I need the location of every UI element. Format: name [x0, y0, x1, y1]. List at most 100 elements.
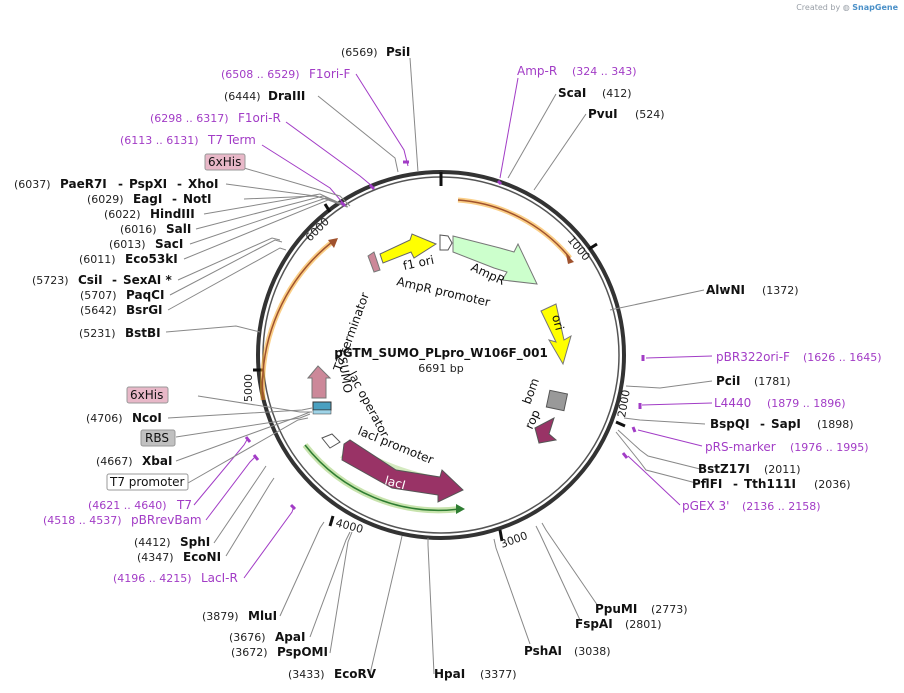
enzyme-paqci-name: PaqCI [126, 288, 164, 302]
leader-bsrgi [167, 247, 287, 311]
lac-operator-box [312, 401, 332, 411]
enzyme-eco53ki-name: Eco53kI [125, 252, 178, 266]
tick-4000 [328, 515, 335, 527]
enzyme-draiii-name: DraIII [268, 89, 305, 103]
leader-apai [309, 531, 351, 638]
primer-t7-term-name: T7 Term [207, 133, 256, 147]
enzyme-pcii-name: PciI [716, 374, 741, 388]
enzyme-hindiii-pos: (6022) [104, 208, 141, 221]
enzyme-tth111i-name: Tth111I [744, 477, 796, 491]
rop-arrow [534, 416, 558, 444]
primer-pbrrevbam-name: pBRrevBam [131, 513, 202, 527]
enzyme-bstbi-name: BstBI [125, 326, 161, 340]
leader-bstz17i [617, 429, 701, 470]
leader-pbrrevbam [205, 455, 257, 521]
tick-labels: 1000 2000 3000 4000 5000 6000 [242, 215, 633, 551]
mark-t7-term [339, 200, 347, 208]
feature-leader-lines [175, 167, 351, 484]
rbs-box [140, 429, 176, 447]
enzyme-csii-name: CsiI [78, 273, 103, 287]
enzyme-econi-pos: (4347) [137, 551, 174, 564]
plasmid-size: 6691 bp [418, 362, 463, 375]
primer-pbrrevbam-range: (4518 .. 4537) [43, 514, 122, 527]
primer-labels: Amp-R (324 .. 343) (6508 .. 6529) F1ori-… [43, 64, 882, 585]
enzyme-pvui-pos: (524) [635, 108, 665, 121]
leader-paer7i [225, 183, 346, 205]
tick-label-5000: 5000 [242, 374, 255, 402]
leader-hpai [427, 538, 435, 675]
enzyme-ncoi-name: NcoI [132, 411, 162, 425]
green-orf-bottom-core [304, 444, 461, 512]
leader-draiii [317, 95, 399, 173]
tick-marks [253, 172, 626, 542]
rbs-label: RBS [145, 431, 169, 445]
enzyme-eagi-sep: - [172, 192, 177, 206]
enzyme-pflfi-name: PflFI [692, 477, 722, 491]
enzyme-sali-name: SalI [166, 222, 191, 236]
enzyme-apai-name: ApaI [275, 630, 305, 644]
ampr-promoter-arrow [439, 234, 453, 251]
enzyme-csii-sep: - [112, 273, 117, 287]
enzyme-econi-name: EcoNI [183, 550, 221, 564]
primer-t7-name: T7 [176, 498, 192, 512]
primer-marks [244, 160, 645, 511]
mark-amp-r [496, 179, 503, 186]
enzyme-draiii-pos: (6444) [224, 90, 261, 103]
t7-promoter-box [106, 473, 189, 491]
primer-amp-r-name: Amp-R [517, 64, 557, 78]
enzyme-pflfi-sep: - [733, 477, 738, 491]
ampr-arrow [452, 235, 538, 285]
enzyme-paqci-pos: (5707) [80, 289, 117, 302]
leader-scai [507, 93, 557, 179]
enzyme-eco53ki-pos: (6011) [79, 253, 116, 266]
enzyme-apai-pos: (3676) [229, 631, 266, 644]
primer-amp-r-range: (324 .. 343) [572, 65, 637, 78]
leader-bspqi [623, 417, 706, 425]
enzyme-bspqi-sep: - [760, 417, 765, 431]
enzyme-ecorv-name: EcoRV [334, 667, 377, 681]
leader-t7-promoter [187, 417, 309, 484]
snapgene-watermark: Created by ◍ SnapGene [796, 3, 898, 12]
enzyme-psii-name: PsiI [386, 45, 410, 59]
primer-pbr322ori-f-range: (1626 .. 1645) [803, 351, 882, 364]
enzyme-bstz17i-name: BstZ17I [698, 462, 750, 476]
f1-ori-arrow [379, 233, 438, 264]
enzyme-pvui-name: PvuI [588, 107, 618, 121]
enzyme-sali-pos: (6016) [120, 223, 157, 236]
leader-csii [177, 237, 281, 281]
enzyme-sphi-name: SphI [180, 535, 210, 549]
tick-3000 [498, 529, 504, 542]
enzyme-ppumi-pos: (2773) [651, 603, 688, 616]
his-top-label: 6xHis [208, 155, 241, 169]
bom-box [545, 389, 569, 412]
laci-promoter-arrow [321, 433, 341, 449]
enzyme-eagi-name: EagI [133, 192, 162, 206]
leader-pshai [493, 538, 531, 645]
leader-bstbi [165, 325, 261, 333]
leader-eco53ki [183, 199, 349, 260]
leader-xbai [175, 411, 311, 462]
enzyme-bstz17i-pos: (2011) [764, 463, 801, 476]
enzyme-paer7i-name: PaeR7I [60, 177, 107, 191]
primer-pgex3-name: pGEX 3' [682, 499, 729, 513]
mark-pgex3 [621, 452, 629, 459]
enzyme-sapi-name: SapI [771, 417, 801, 431]
enzyme-pspxi-name: PspXI [129, 177, 167, 191]
plasmid-name: pGTM_SUMO_PLpro_W106F_001 [334, 346, 548, 361]
primer-leader-lines [193, 73, 713, 579]
watermark-created-by: Created by [796, 3, 841, 12]
primer-t7-range: (4621 .. 4640) [88, 499, 167, 512]
mark-f1ori-r [368, 183, 376, 191]
ampr-promoter-label: AmpR promoter [395, 274, 491, 309]
enzyme-pspomi-name: PspOMI [277, 645, 328, 659]
enzyme-bsrgi-name: BsrGI [126, 303, 163, 317]
enzyme-paer7i-sep2: - [177, 177, 182, 191]
primer-l4440-name: L4440 [714, 396, 751, 410]
leader-rbs [175, 413, 311, 438]
tick-label-6000: 6000 [303, 215, 332, 244]
lac-operator-stripe [312, 409, 332, 415]
sumo-label: SUMO [335, 356, 355, 394]
enzyme-xbai-name: XbaI [142, 454, 172, 468]
primer-f1ori-r-name: F1ori-R [238, 111, 281, 125]
orange-orf-top-core [457, 199, 571, 259]
